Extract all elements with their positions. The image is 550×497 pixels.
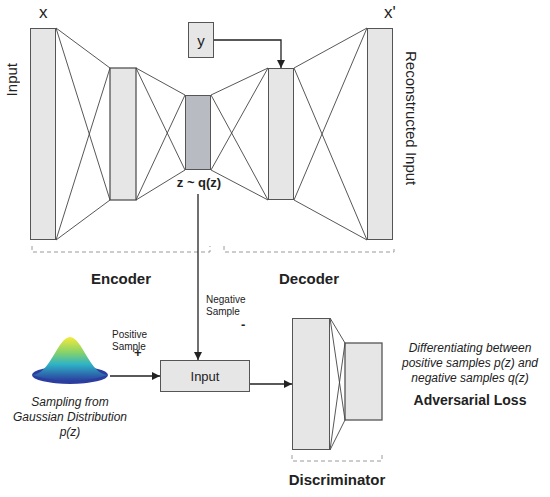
flow-arrow <box>214 40 281 68</box>
edge-label: Negative Sample <box>206 294 256 318</box>
gaussian-surface <box>30 335 110 385</box>
encoder-bracket <box>32 246 210 252</box>
part-name: Decoder <box>249 270 369 288</box>
flow-arrow <box>250 383 292 384</box>
connection-line <box>294 28 367 68</box>
variable-label: y <box>189 23 213 57</box>
connection-line <box>294 68 367 240</box>
sign-mark: - <box>241 318 245 332</box>
connection-line <box>211 68 268 95</box>
connection-line <box>211 68 268 170</box>
connection-line <box>56 28 110 200</box>
flow-arrow <box>197 194 198 360</box>
decoder-bracket <box>224 246 394 252</box>
gaussian-node: Sampling from Gaussian Distribution p(z) <box>30 335 110 385</box>
connection-line <box>136 68 185 170</box>
group-brackets <box>32 246 394 461</box>
output-layer: x'Reconstructed Input <box>367 28 393 240</box>
discriminator-bracket <box>292 455 382 461</box>
gaussian-bell <box>32 337 108 381</box>
connection-line <box>294 28 367 200</box>
connection-line <box>294 200 367 240</box>
part-name: Discriminator <box>277 471 397 489</box>
distribution-caption: Sampling from Gaussian Distribution p(z) <box>8 395 132 440</box>
latent-layer: z ~ q(z) <box>185 95 211 170</box>
connection-line <box>56 28 110 68</box>
side-label: Input <box>3 63 21 96</box>
flow-arrow <box>110 375 160 376</box>
input-layer: xInput <box>30 28 56 240</box>
box-label: Input <box>161 361 249 391</box>
condition-box: y <box>188 22 214 58</box>
loss-name: Adversarial Loss <box>392 392 548 409</box>
latent-label: z ~ q(z) <box>159 175 239 191</box>
layer-connections <box>56 28 367 450</box>
hidden-layer <box>110 68 136 200</box>
edge-label: Positive Sample <box>112 329 157 353</box>
decoder-layer <box>268 68 294 200</box>
note-text: Differentiating between positive samples… <box>392 341 548 386</box>
input-box: Input <box>160 360 250 392</box>
discriminator-layer: Discriminator <box>292 318 330 450</box>
connection-line <box>330 343 345 450</box>
connection-line <box>56 68 110 240</box>
side-label: Reconstructed Input <box>402 51 420 185</box>
connection-line <box>330 318 345 420</box>
discriminator-layer <box>345 343 382 420</box>
variable-label: x' <box>384 3 396 23</box>
connection-line <box>56 200 110 240</box>
part-name: Encoder <box>61 270 181 288</box>
variable-label: x <box>39 3 48 23</box>
connection-line <box>136 68 185 95</box>
